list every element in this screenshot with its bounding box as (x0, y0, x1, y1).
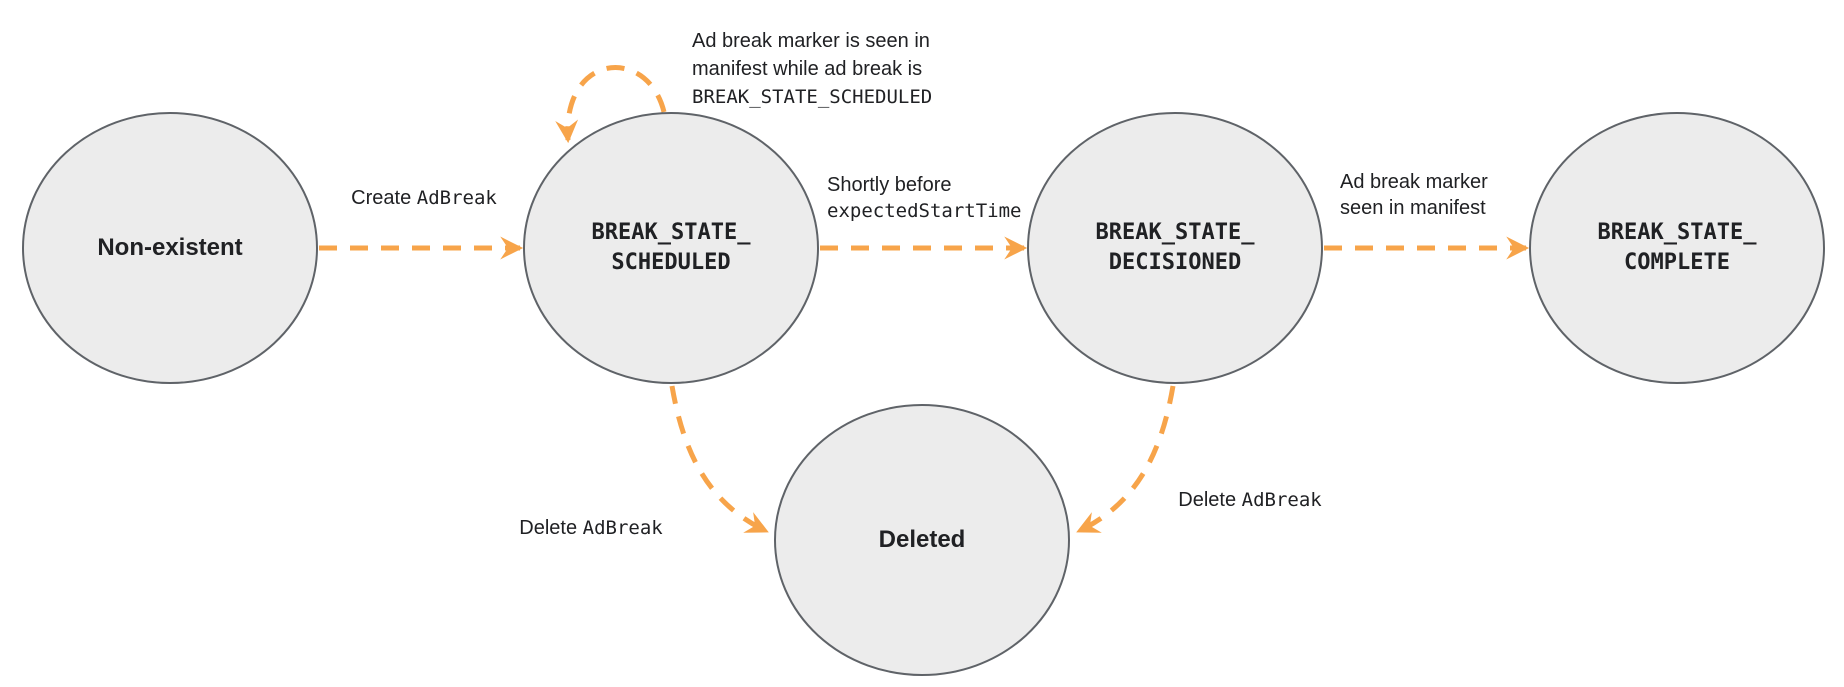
node-label-break-state-decisioned: BREAK_STATE_ DECISIONED (1096, 218, 1255, 278)
edge-label-shortly-before: Shortly before expectedStartTime (827, 172, 1021, 224)
node-break-state-decisioned-shape (1027, 112, 1323, 384)
node-non-existent-shape (22, 112, 318, 384)
edge-label-text: seen in manifest (1340, 197, 1486, 219)
edge-label-create-adbreak: Create AdBreak (351, 185, 497, 211)
node-label-line: BREAK_STATE_ (1597, 220, 1757, 245)
edge-delete-from-scheduled (669, 385, 769, 534)
edge-delete-from-decisioned (1076, 385, 1176, 534)
edge-label-code: AdBreak (582, 517, 663, 539)
node-label-line: BREAK_STATE_ (591, 220, 751, 245)
node-label-line: BREAK_STATE_ (1095, 220, 1255, 245)
edge-label-text: Ad break marker is seen in (692, 30, 930, 52)
node-label-line: COMPLETE (1624, 250, 1730, 275)
node-deleted-shape (774, 404, 1070, 676)
edge-label-code: AdBreak (416, 187, 497, 209)
edge-label-text: Ad break marker (1340, 171, 1488, 193)
node-label-break-state-complete: BREAK_STATE_ COMPLETE (1598, 218, 1757, 278)
node-label-non-existent: Non-existent (97, 234, 243, 261)
edge-label-code: AdBreak (1241, 489, 1322, 511)
edge-self-loop-scheduled (555, 65, 667, 144)
node-label-line: DECISIONED (1108, 250, 1242, 275)
node-break-state-complete-shape (1529, 112, 1825, 384)
node-label-line: SCHEDULED (611, 250, 731, 275)
edge-label-delete-adbreak-left: Delete AdBreak (519, 515, 662, 541)
edge-label-self-loop: Ad break marker is seen in manifest whil… (692, 27, 932, 111)
edge-label-marker-seen: Ad break marker seen in manifest (1340, 169, 1488, 221)
edge-label-text: Delete (519, 517, 578, 539)
edge-label-code: expectedStartTime (827, 200, 1022, 222)
edge-label-delete-adbreak-right: Delete AdBreak (1178, 487, 1321, 513)
edge-label-text: Shortly before (827, 174, 952, 196)
node-label-deleted: Deleted (878, 526, 966, 553)
node-break-state-scheduled-shape (523, 112, 819, 384)
node-label-break-state-scheduled: BREAK_STATE_ SCHEDULED (592, 218, 751, 278)
edge-label-text: Create (351, 187, 412, 209)
edge-label-text: Delete (1178, 489, 1237, 511)
edge-label-code: BREAK_STATE_SCHEDULED (692, 86, 933, 108)
edge-label-text: manifest while ad break is (692, 58, 923, 80)
